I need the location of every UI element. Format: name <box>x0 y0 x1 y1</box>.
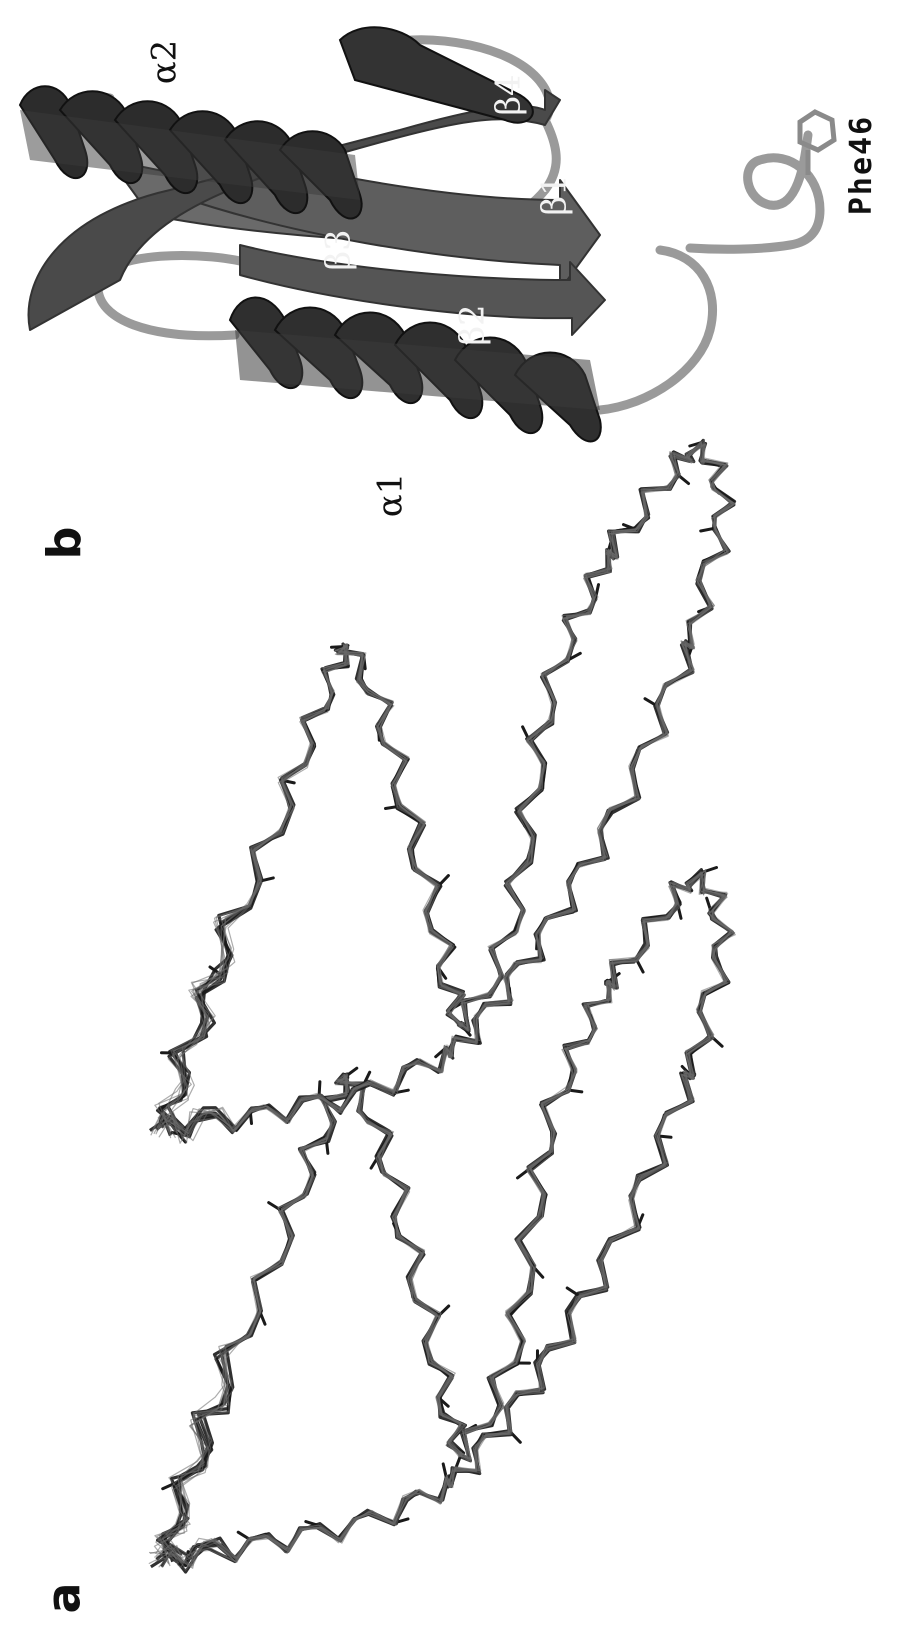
label-beta1: β1 <box>538 174 572 215</box>
ribbon-diagram <box>20 27 834 441</box>
label-beta2: β2 <box>456 304 490 345</box>
label-beta4: β4 <box>492 74 526 115</box>
backbone-trace <box>152 444 736 1141</box>
label-alpha2: α2 <box>147 40 181 85</box>
panel-label-a: a <box>41 1582 87 1613</box>
backbone-trace <box>162 872 732 1567</box>
backbone-trace <box>162 442 733 1138</box>
label-phe46: Phe46 <box>847 115 877 215</box>
loop-bottom <box>600 250 713 410</box>
backbone-trace <box>154 441 731 1134</box>
backbone-ensemble-right <box>150 440 735 1144</box>
backbone-trace <box>157 442 734 1138</box>
side-chain-stub <box>443 1464 446 1478</box>
backbone-trace <box>156 443 734 1135</box>
backbone-trace <box>157 444 733 1138</box>
backbone-trace <box>160 443 734 1137</box>
backbone-trace <box>151 444 733 1136</box>
panel-label-b: b <box>41 527 87 560</box>
backbone-trace <box>163 870 731 1565</box>
backbone-trace <box>157 442 734 1135</box>
backbone-trace <box>158 444 734 1132</box>
helix-alpha1 <box>230 298 601 442</box>
label-beta3: β3 <box>322 229 356 270</box>
backbone-trace <box>159 870 734 1564</box>
backbone-trace <box>157 444 734 1143</box>
backbone-trace <box>150 440 735 1135</box>
backbone-trace <box>155 444 731 1143</box>
label-alpha1: α1 <box>373 473 407 518</box>
backbone-trace <box>162 440 733 1140</box>
